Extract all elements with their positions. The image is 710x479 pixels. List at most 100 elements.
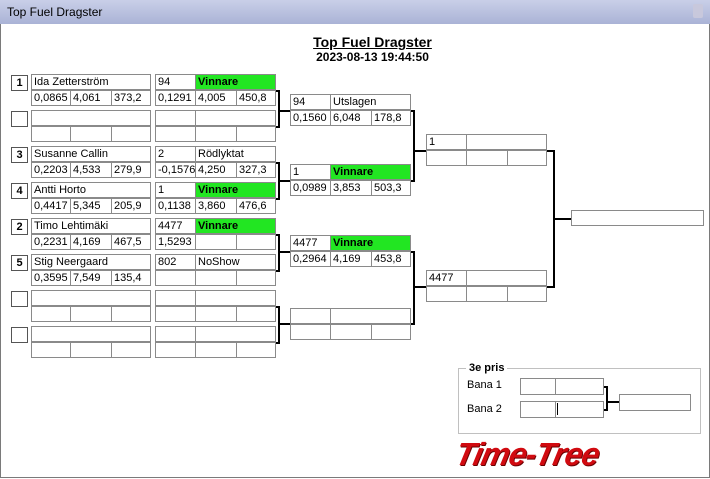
reaction-time-field[interactable]: 0,0865	[31, 90, 71, 106]
car-number-field[interactable]	[290, 308, 331, 324]
final-winner-field[interactable]	[571, 210, 704, 226]
lane1-field-b[interactable]	[555, 378, 604, 395]
elapsed-time-field[interactable]	[70, 342, 112, 358]
speed-field[interactable]	[236, 270, 276, 286]
car-number-field[interactable]: 94	[155, 74, 196, 90]
status-field[interactable]: Utslagen	[330, 94, 411, 110]
elapsed-time-field[interactable]: 4,061	[70, 90, 112, 106]
driver-name-field[interactable]	[31, 110, 151, 126]
lane2-field-a[interactable]	[520, 401, 556, 418]
elapsed-time-field[interactable]: 3,860	[195, 198, 237, 214]
status-field[interactable]: Vinnare	[330, 164, 411, 180]
speed-field[interactable]: 327,3	[236, 162, 276, 178]
status-field[interactable]	[195, 326, 276, 342]
speed-field[interactable]	[111, 342, 151, 358]
speed-field[interactable]: 503,3	[371, 180, 411, 196]
car-number-field[interactable]: 1	[426, 134, 467, 150]
status-field[interactable]: Vinnare	[330, 235, 411, 251]
reaction-time-field[interactable]	[155, 306, 196, 322]
reaction-time-field[interactable]	[31, 306, 71, 322]
elapsed-time-field[interactable]	[330, 324, 372, 340]
seed-box[interactable]: 2	[11, 219, 28, 235]
elapsed-time-field[interactable]: 4,169	[70, 234, 112, 250]
speed-field[interactable]: 279,9	[111, 162, 151, 178]
elapsed-time-field[interactable]	[195, 270, 237, 286]
car-number-field[interactable]: 4477	[426, 270, 467, 286]
speed-field[interactable]: 135,4	[111, 270, 151, 286]
reaction-time-field[interactable]: 0,2964	[290, 251, 331, 267]
reaction-time-field[interactable]: 0,2231	[31, 234, 71, 250]
speed-field[interactable]	[111, 126, 151, 142]
reaction-time-field[interactable]: 0,3595	[31, 270, 71, 286]
seed-box[interactable]	[11, 111, 28, 127]
elapsed-time-field[interactable]: 6,048	[330, 110, 372, 126]
status-field[interactable]	[466, 270, 547, 286]
reaction-time-field[interactable]	[426, 286, 467, 302]
elapsed-time-field[interactable]	[195, 342, 237, 358]
reaction-time-field[interactable]	[31, 342, 71, 358]
reaction-time-field[interactable]	[155, 342, 196, 358]
reaction-time-field[interactable]	[155, 126, 196, 142]
speed-field[interactable]	[236, 342, 276, 358]
status-field[interactable]	[466, 134, 547, 150]
car-number-field[interactable]	[155, 326, 196, 342]
elapsed-time-field[interactable]	[70, 306, 112, 322]
speed-field[interactable]: 453,8	[371, 251, 411, 267]
driver-name-field[interactable]: Timo Lehtimäki	[31, 218, 151, 234]
speed-field[interactable]	[371, 324, 411, 340]
speed-field[interactable]: 373,2	[111, 90, 151, 106]
elapsed-time-field[interactable]: 3,853	[330, 180, 372, 196]
driver-name-field[interactable]: Ida Zetterström	[31, 74, 151, 90]
reaction-time-field[interactable]	[290, 324, 331, 340]
reaction-time-field[interactable]	[155, 270, 196, 286]
reaction-time-field[interactable]: 0,0989	[290, 180, 331, 196]
speed-field[interactable]: 476,6	[236, 198, 276, 214]
status-field[interactable]: NoShow	[195, 254, 276, 270]
car-number-field[interactable]	[155, 110, 196, 126]
seed-box[interactable]	[11, 327, 28, 343]
seed-box[interactable]: 1	[11, 75, 28, 91]
elapsed-time-field[interactable]: 4,169	[330, 251, 372, 267]
elapsed-time-field[interactable]: 7,549	[70, 270, 112, 286]
elapsed-time-field[interactable]: 4,533	[70, 162, 112, 178]
status-field[interactable]: Vinnare	[195, 182, 276, 198]
elapsed-time-field[interactable]: 4,250	[195, 162, 237, 178]
speed-field[interactable]: 450,8	[236, 90, 276, 106]
seed-box[interactable]	[11, 291, 28, 307]
seed-box[interactable]: 5	[11, 255, 28, 271]
elapsed-time-field[interactable]	[195, 306, 237, 322]
speed-field[interactable]	[236, 126, 276, 142]
reaction-time-field[interactable]: -0,1576	[155, 162, 196, 178]
reaction-time-field[interactable]: 0,4417	[31, 198, 71, 214]
driver-name-field[interactable]	[31, 290, 151, 306]
speed-field[interactable]	[236, 306, 276, 322]
speed-field[interactable]: 205,9	[111, 198, 151, 214]
driver-name-field[interactable]: Susanne Callin	[31, 146, 151, 162]
car-number-field[interactable]: 2	[155, 146, 196, 162]
seed-box[interactable]: 3	[11, 147, 28, 163]
seed-box[interactable]: 4	[11, 183, 28, 199]
elapsed-time-field[interactable]	[466, 286, 508, 302]
elapsed-time-field[interactable]: 4,005	[195, 90, 237, 106]
reaction-time-field[interactable]: 0,1560	[290, 110, 331, 126]
reaction-time-field[interactable]	[31, 126, 71, 142]
lane1-field-a[interactable]	[520, 378, 556, 395]
car-number-field[interactable]: 94	[290, 94, 331, 110]
elapsed-time-field[interactable]	[466, 150, 508, 166]
status-field[interactable]	[195, 110, 276, 126]
window-control[interactable]	[693, 4, 703, 18]
speed-field[interactable]: 467,5	[111, 234, 151, 250]
status-field[interactable]	[330, 308, 411, 324]
driver-name-field[interactable]: Antti Horto	[31, 182, 151, 198]
car-number-field[interactable]: 802	[155, 254, 196, 270]
elapsed-time-field[interactable]	[195, 126, 237, 142]
car-number-field[interactable]: 4477	[155, 218, 196, 234]
elapsed-time-field[interactable]	[195, 234, 237, 250]
status-field[interactable]: Rödlyktat	[195, 146, 276, 162]
reaction-time-field[interactable]: 0,2203	[31, 162, 71, 178]
status-field[interactable]: Vinnare	[195, 218, 276, 234]
elapsed-time-field[interactable]	[70, 126, 112, 142]
status-field[interactable]: Vinnare	[195, 74, 276, 90]
car-number-field[interactable]: 1	[290, 164, 331, 180]
car-number-field[interactable]	[155, 290, 196, 306]
